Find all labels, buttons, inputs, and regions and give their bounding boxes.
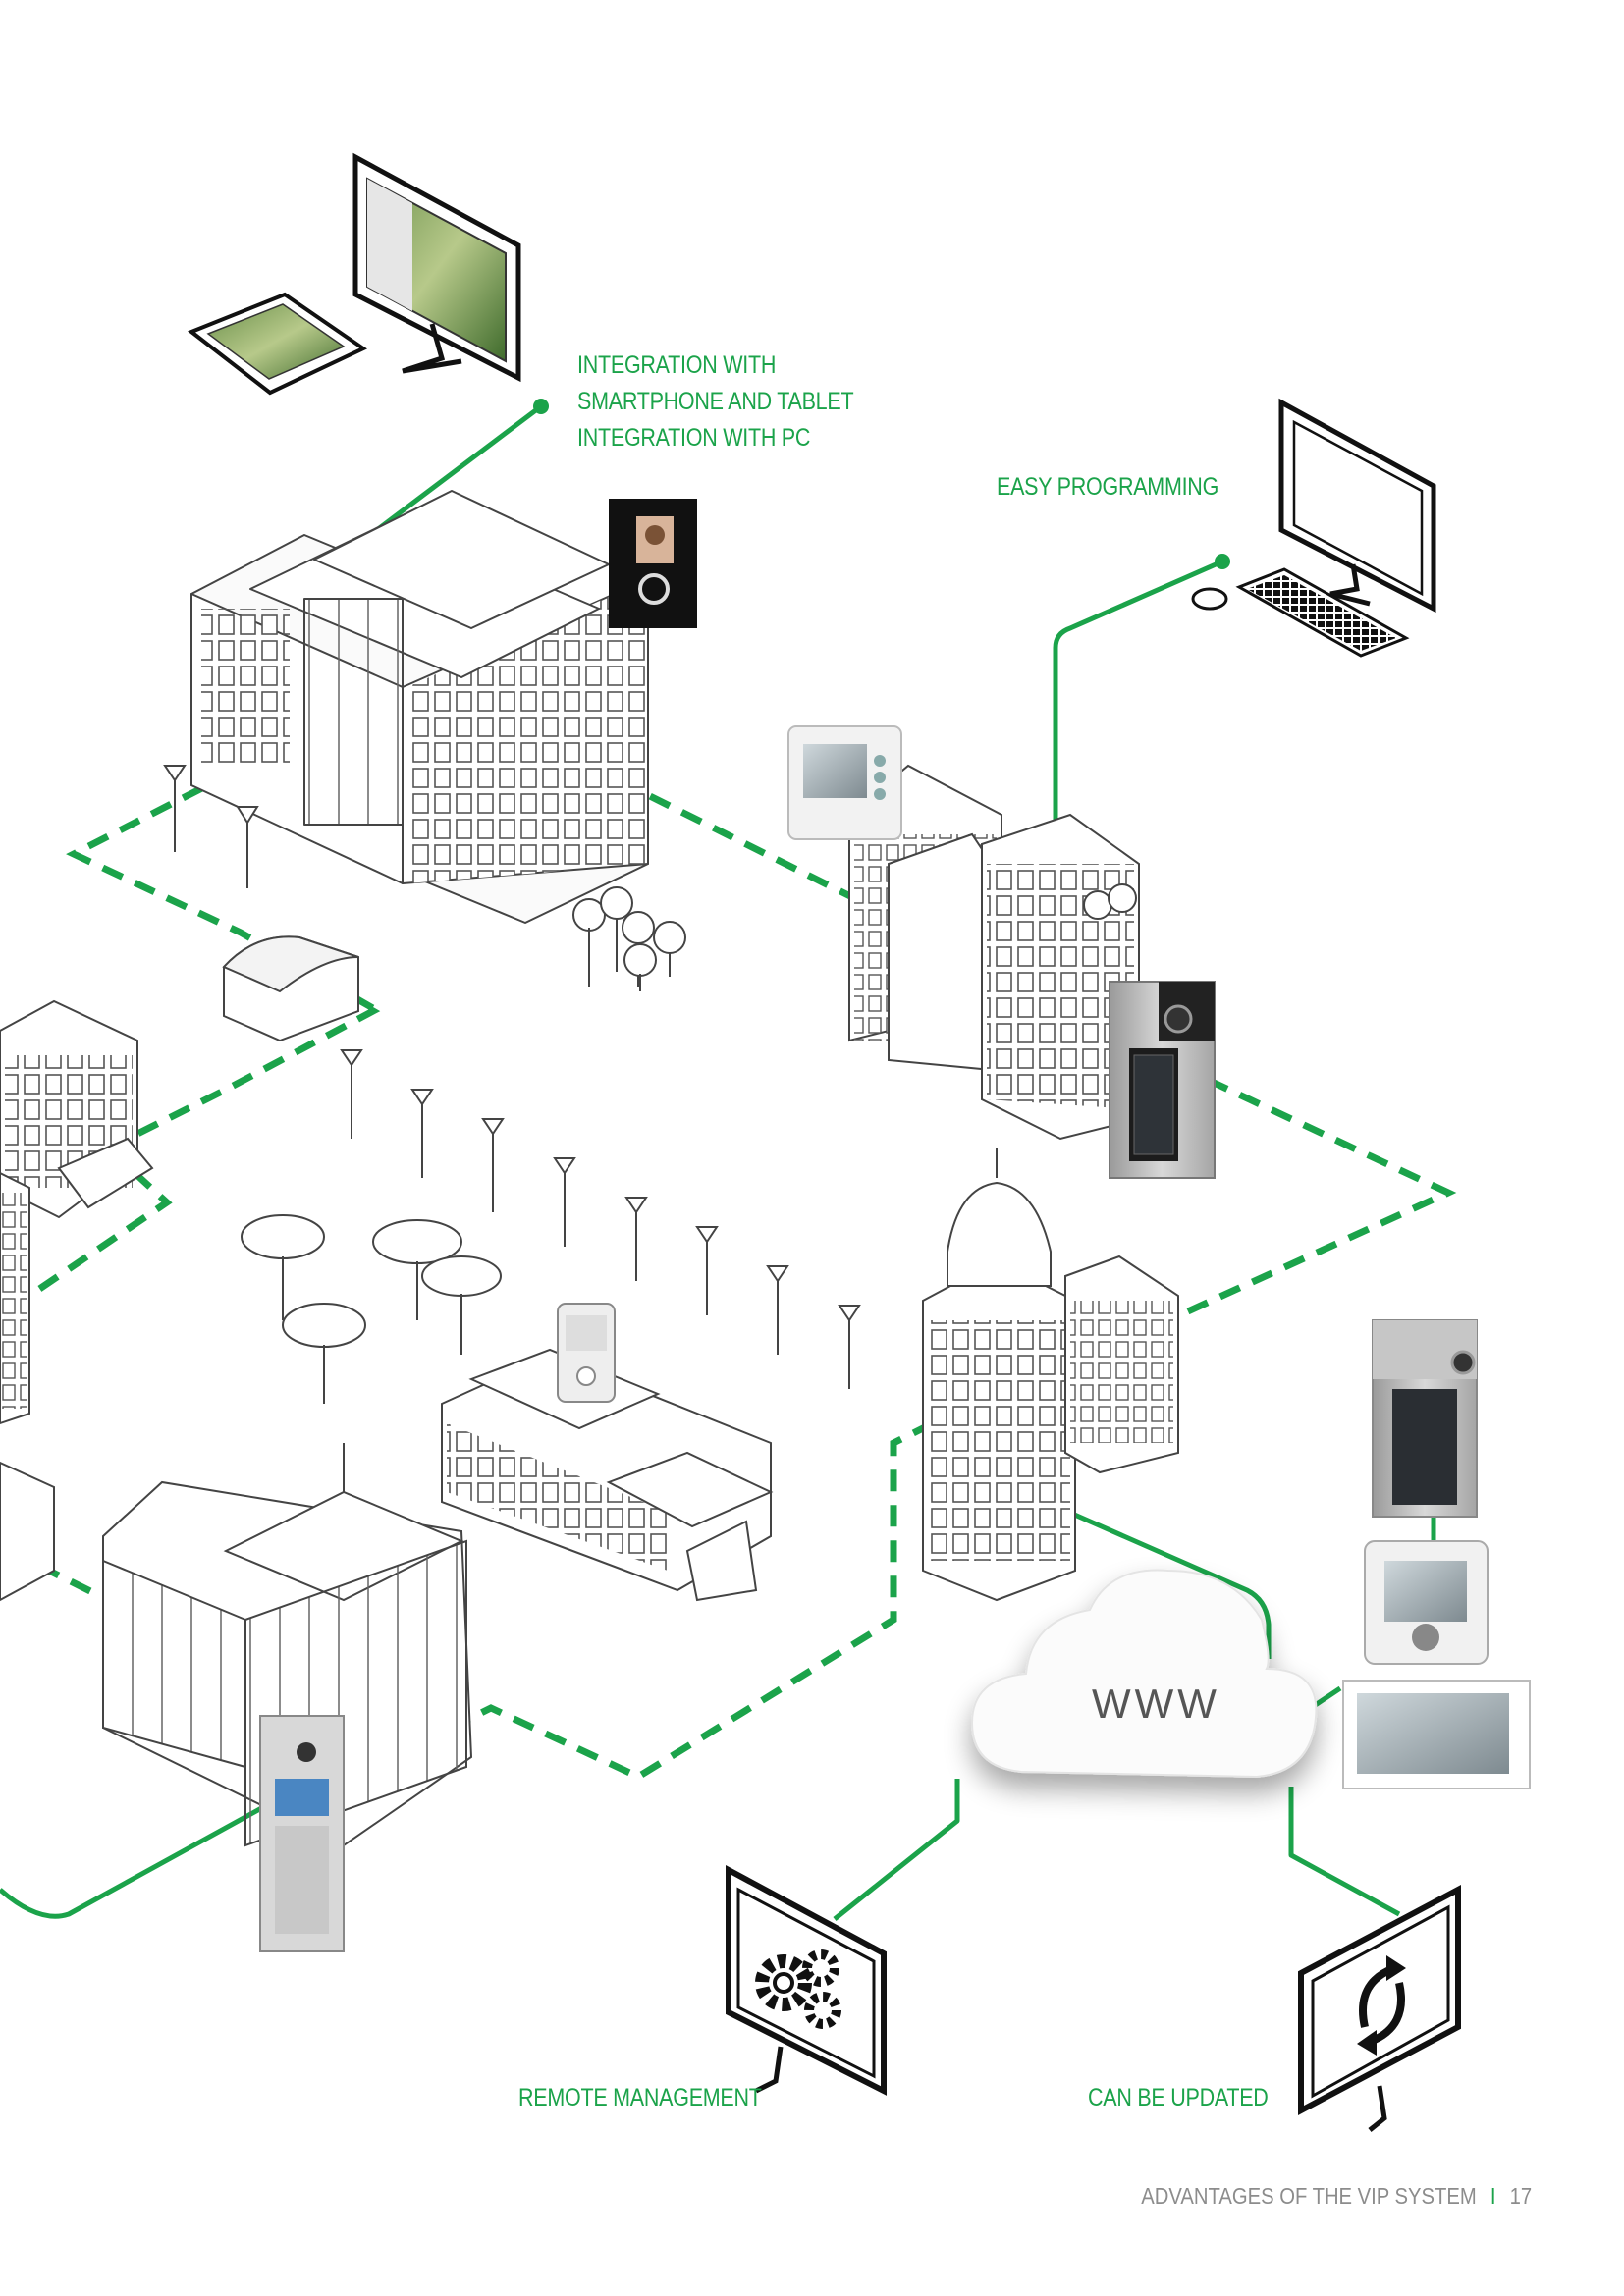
video-door-panel-black: [609, 499, 697, 628]
keypad-entrance-panel: [259, 1715, 345, 1952]
intercom-handset: [557, 1303, 616, 1403]
indoor-monitor-right: [1364, 1540, 1489, 1665]
outdoor-entrance-panel: [1109, 981, 1216, 1179]
page-number: 17: [1509, 2183, 1532, 2209]
street-lamps: [163, 765, 861, 1389]
footer-section-title: ADVANTAGES OF THE VIP SYSTEM: [1141, 2183, 1477, 2209]
cloud-icon: [970, 1569, 1318, 1779]
left-building-edge: [0, 1171, 55, 1602]
wide-touch-monitor: [1342, 1680, 1531, 1789]
integration-line-1: INTEGRATION WITH: [577, 351, 777, 379]
keyboard-icon: [1235, 567, 1410, 658]
easy-programming-label: EASY PROGRAMMING: [997, 473, 1219, 501]
mouse-icon: [1191, 587, 1228, 611]
office-building: [190, 490, 649, 924]
pc-workstation-icon: [1191, 398, 1436, 658]
can-be-updated-label: CAN BE UPDATED: [1088, 2084, 1269, 2111]
page-footer: ADVANTAGES OF THE VIP SYSTEM I 17: [1141, 2183, 1532, 2210]
left-building-upper: [0, 999, 154, 1219]
indoor-video-monitor: [787, 725, 902, 840]
footer-separator: I: [1489, 2183, 1496, 2209]
integration-line-3: INTEGRATION WITH PC: [577, 424, 811, 452]
tower-building: [922, 1148, 1179, 1602]
outdoor-panel-right: [1372, 1319, 1478, 1518]
trees: [241, 886, 686, 1404]
integration-line-2: SMARTPHONE AND TABLET: [577, 388, 854, 415]
cloud-www-text: WWW: [1092, 1681, 1220, 1727]
desktop-monitor-icon: [352, 152, 521, 383]
gears-monitor-icon: [726, 1864, 887, 2096]
small-tunnel-building: [222, 935, 359, 1042]
refresh-monitor-icon: [1298, 1885, 1461, 2132]
integration-label: INTEGRATION WITH SMARTPHONE AND TABLET I…: [577, 347, 854, 456]
tablet-icon: [188, 292, 367, 396]
remote-management-label: REMOTE MANAGEMENT: [518, 2084, 762, 2111]
